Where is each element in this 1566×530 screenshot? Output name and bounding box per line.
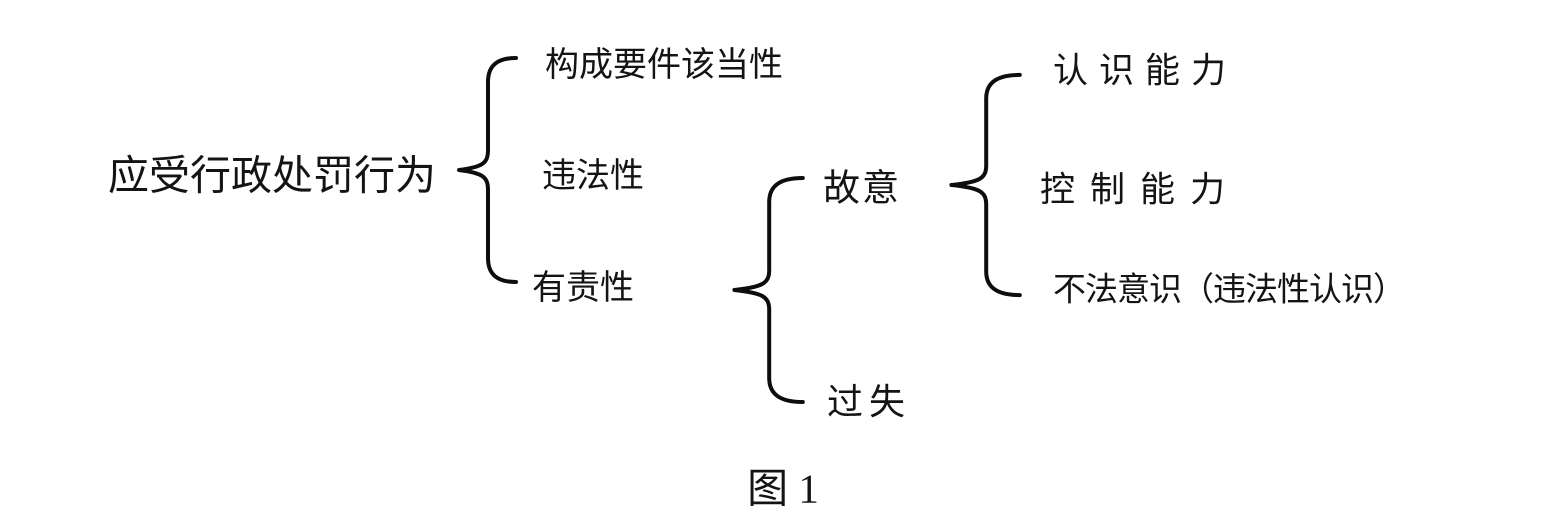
node-label-culpability: 有责性 <box>532 270 634 307</box>
node-label-control-ability: 控制能力 <box>1040 170 1241 210</box>
node-label-illegality-awareness: 不法意识（违法性认识） <box>1053 272 1406 309</box>
node-label-illegality: 违法性 <box>542 158 644 195</box>
node-label-intent: 故意 <box>823 168 901 210</box>
left-curly-brace-icon <box>943 71 1027 299</box>
node-label-cognitive-ability: 认识能力 <box>1053 51 1238 91</box>
figure-caption: 图 1 <box>747 465 819 512</box>
node-label-negligence: 过失 <box>827 382 912 422</box>
root-node-label: 应受行政处罚行为 <box>108 152 436 199</box>
node-label-constituent-elements: 构成要件该当性 <box>545 47 783 84</box>
left-curly-brace-icon <box>726 174 810 406</box>
left-curly-brace-icon <box>452 54 522 286</box>
